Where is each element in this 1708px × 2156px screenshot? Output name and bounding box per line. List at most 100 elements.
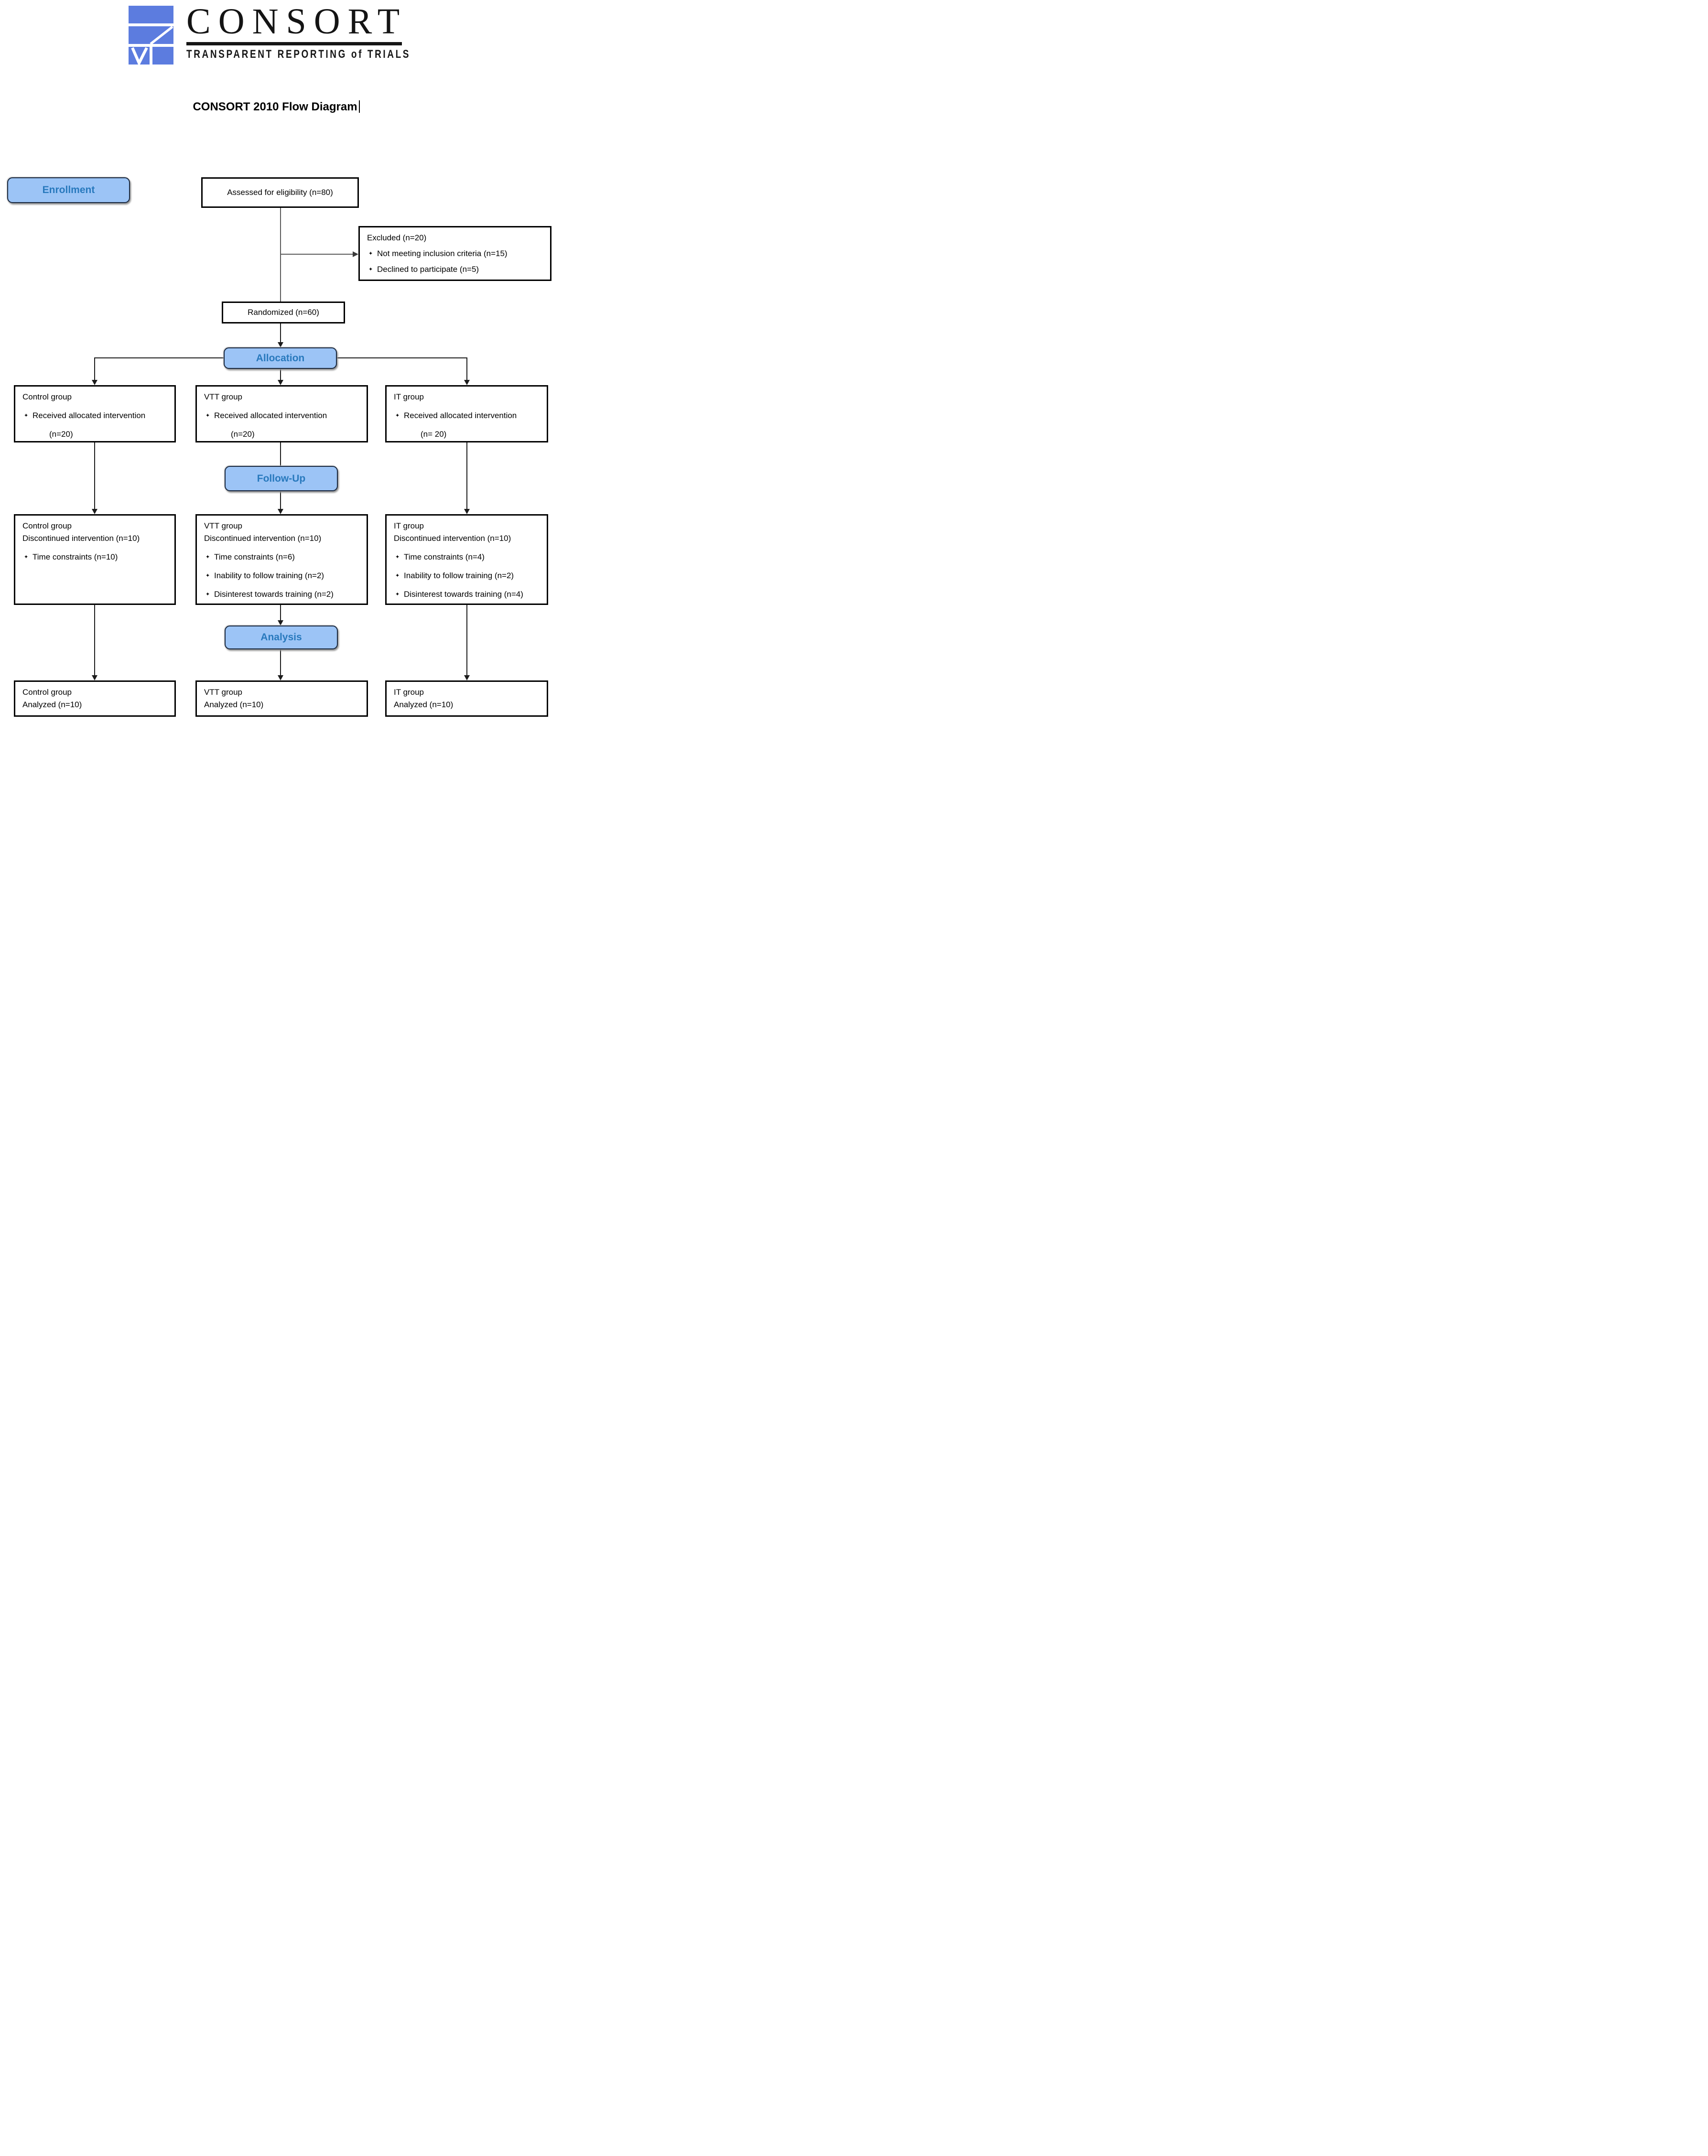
- assessed-text: Assessed for eligibility (n=80): [227, 188, 333, 197]
- fu-it-subtitle: Discontinued intervention (n=10): [394, 534, 511, 543]
- arrowhead-fu-vtt: [278, 509, 283, 514]
- connector-followup-label-to-vtt: [280, 491, 281, 509]
- an-it-subtitle: Analyzed (n=10): [394, 700, 454, 709]
- logo-tagline: TRANSPARENT REPORTING of TRIALS: [186, 48, 411, 61]
- connector-to-alloc-control: [94, 357, 95, 380]
- an-control-subtitle: Analyzed (n=10): [22, 700, 82, 709]
- bullet-icon: ✦: [205, 572, 210, 579]
- excluded-bullet-1: ✦ Not meeting inclusion criteria (n=15): [367, 248, 545, 260]
- alloc-vtt-n: (n=20): [231, 430, 255, 439]
- box-an-control: Control group Analyzed (n=10): [14, 680, 176, 717]
- alloc-control-n: (n=20): [49, 430, 73, 439]
- logo-wordmark: CONSORT: [186, 1, 408, 42]
- alloc-vtt-title: VTT group: [204, 392, 243, 401]
- stage-analysis: Analysis: [225, 625, 338, 649]
- fu-control-bullet-1-text: Time constraints (n=10): [32, 552, 118, 561]
- an-it-title: IT group: [394, 688, 424, 697]
- box-randomized: Randomized (n=60): [222, 302, 345, 323]
- arrowhead-analysis-label: [278, 620, 283, 625]
- connector-vtt-to-analysis-label: [280, 605, 281, 620]
- randomized-text: Randomized (n=60): [248, 308, 319, 317]
- bullet-icon: ✦: [395, 554, 400, 560]
- arrowhead-an-control: [92, 675, 97, 680]
- box-alloc-it: IT group ✦ Received allocated interventi…: [385, 385, 548, 442]
- fu-it-bullet-1: ✦ Time constraints (n=4): [394, 551, 542, 563]
- stage-analysis-label: Analysis: [260, 632, 302, 643]
- fu-vtt-bullet-3: ✦ Disinterest towards training (n=2): [204, 588, 362, 601]
- bullet-icon: ✦: [205, 591, 210, 597]
- alloc-it-n: (n= 20): [421, 430, 447, 439]
- alloc-control-bullet-text: Received allocated intervention: [32, 411, 146, 420]
- box-an-vtt: VTT group Analyzed (n=10): [195, 680, 368, 717]
- connector-analysis-label-to-vtt: [280, 649, 281, 675]
- box-an-it: IT group Analyzed (n=10): [385, 680, 548, 717]
- distribution-line-right: [337, 357, 467, 358]
- arrowhead-an-vtt: [278, 675, 283, 680]
- fu-vtt-title: VTT group: [204, 521, 243, 530]
- an-vtt-title: VTT group: [204, 688, 243, 697]
- arrowhead-alloc-control: [92, 380, 97, 385]
- connector-it-to-analysis: [466, 605, 467, 675]
- connector-control-to-followup: [94, 442, 95, 509]
- bullet-icon: ✦: [395, 572, 400, 579]
- fu-it-bullet-3-text: Disinterest towards training (n=4): [404, 590, 523, 599]
- fu-vtt-bullet-1-text: Time constraints (n=6): [214, 552, 295, 561]
- page-title-text: CONSORT 2010 Flow Diagram: [193, 100, 357, 113]
- bullet-icon: ✦: [24, 412, 29, 419]
- excluded-bullet-1-text: Not meeting inclusion criteria (n=15): [377, 249, 508, 258]
- bullet-icon: ✦: [205, 554, 210, 560]
- consort-flow-diagram-page: CONSORT TRANSPARENT REPORTING of TRIALS …: [0, 0, 570, 719]
- alloc-vtt-bullet-text: Received allocated intervention: [214, 411, 327, 420]
- connector-assessed-to-randomized: [280, 208, 281, 302]
- arrowhead-alloc-vtt: [278, 380, 283, 385]
- box-assessed: Assessed for eligibility (n=80): [201, 177, 359, 208]
- fu-vtt-subtitle: Discontinued intervention (n=10): [204, 534, 322, 543]
- bullet-icon: ✦: [24, 554, 29, 560]
- fu-control-title: Control group: [22, 521, 72, 530]
- an-vtt-subtitle: Analyzed (n=10): [204, 700, 264, 709]
- alloc-vtt-bullet: ✦ Received allocated intervention: [204, 410, 362, 422]
- arrowhead-excluded: [353, 251, 358, 257]
- alloc-it-bullet-text: Received allocated intervention: [404, 411, 517, 420]
- stage-followup: Follow-Up: [225, 466, 338, 491]
- fu-it-bullet-2-text: Inability to follow training (n=2): [404, 571, 514, 580]
- box-excluded: Excluded (n=20) ✦ Not meeting inclusion …: [358, 226, 551, 281]
- fu-control-subtitle: Discontinued intervention (n=10): [22, 534, 140, 543]
- fu-it-bullet-1-text: Time constraints (n=4): [404, 552, 485, 561]
- fu-it-title: IT group: [394, 521, 424, 530]
- stage-allocation: Allocation: [224, 347, 337, 369]
- fu-vtt-bullet-1: ✦ Time constraints (n=6): [204, 551, 362, 563]
- connector-to-alloc-vtt: [280, 369, 281, 380]
- page-title: CONSORT 2010 Flow Diagram: [0, 100, 552, 114]
- box-fu-control: Control group Discontinued intervention …: [14, 514, 176, 605]
- box-fu-it: IT group Discontinued intervention (n=10…: [385, 514, 548, 605]
- bullet-icon: ✦: [368, 266, 373, 272]
- logo-divider: [186, 42, 402, 45]
- bullet-icon: ✦: [368, 250, 373, 257]
- fu-it-bullet-2: ✦ Inability to follow training (n=2): [394, 570, 542, 582]
- connector-vtt-to-followup-label: [280, 442, 281, 466]
- stage-enrollment: Enrollment: [7, 177, 130, 203]
- arrowhead-an-it: [464, 675, 470, 680]
- box-fu-vtt: VTT group Discontinued intervention (n=1…: [195, 514, 368, 605]
- arrowhead-fu-it: [464, 509, 470, 514]
- excluded-title: Excluded (n=20): [367, 233, 427, 242]
- bullet-icon: ✦: [395, 412, 400, 419]
- box-alloc-vtt: VTT group ✦ Received allocated intervent…: [195, 385, 368, 442]
- stage-enrollment-label: Enrollment: [42, 184, 95, 195]
- stage-allocation-label: Allocation: [256, 352, 305, 364]
- arrowhead-fu-control: [92, 509, 97, 514]
- text-cursor: [358, 100, 360, 113]
- alloc-it-bullet: ✦ Received allocated intervention: [394, 410, 542, 422]
- an-control-title: Control group: [22, 688, 72, 697]
- connector-it-to-followup: [466, 442, 467, 509]
- bullet-icon: ✦: [395, 591, 400, 597]
- excluded-bullet-2: ✦ Declined to participate (n=5): [367, 263, 545, 276]
- fu-vtt-bullet-2: ✦ Inability to follow training (n=2): [204, 570, 362, 582]
- alloc-it-title: IT group: [394, 392, 424, 401]
- connector-to-excluded: [280, 254, 353, 255]
- alloc-control-title: Control group: [22, 392, 72, 401]
- arrowhead-allocation: [278, 342, 283, 347]
- excluded-bullet-2-text: Declined to participate (n=5): [377, 265, 479, 274]
- bullet-icon: ✦: [205, 412, 210, 419]
